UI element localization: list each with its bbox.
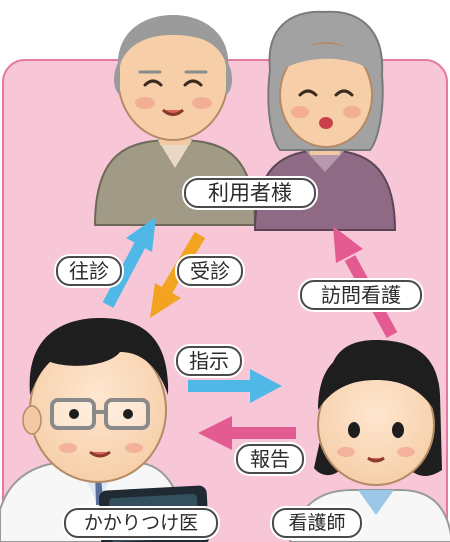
label-nurse: 看護師 bbox=[272, 508, 362, 538]
label-instruction: 指示 bbox=[176, 346, 242, 376]
label-visiting-nursing: 訪問看護 bbox=[300, 280, 422, 310]
arrow-report bbox=[198, 416, 296, 450]
label-doctor: かかりつけ医 bbox=[64, 508, 218, 538]
label-visit-medical: 往診 bbox=[56, 256, 122, 286]
elderly-woman-illustration bbox=[253, 10, 397, 231]
arrow-instruction bbox=[188, 369, 282, 403]
label-report: 報告 bbox=[236, 444, 304, 474]
label-outpatient: 受診 bbox=[177, 256, 243, 286]
arrow-visit-medical bbox=[102, 217, 156, 308]
label-user: 利用者様 bbox=[184, 178, 316, 208]
